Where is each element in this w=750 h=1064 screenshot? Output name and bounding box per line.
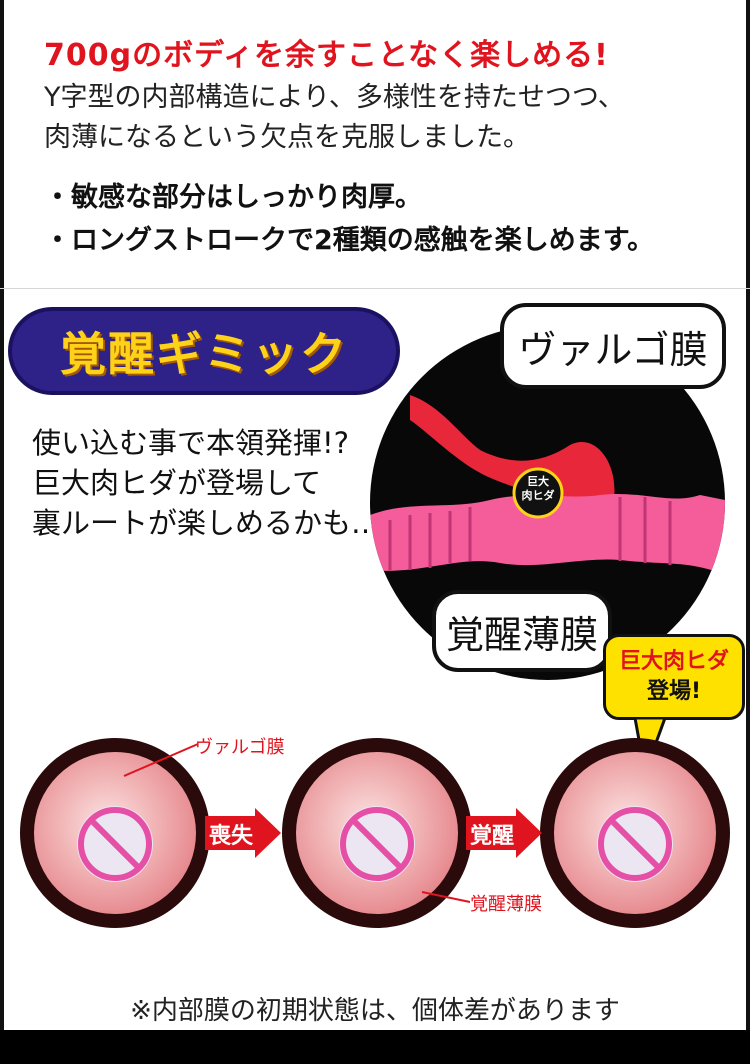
gimmick-desc-3: 裏ルートが楽しめるかも…	[32, 506, 381, 540]
right-arrow-icon	[466, 808, 542, 858]
right-arrow-icon	[205, 808, 281, 858]
intro-line-2: 肉薄になるという欠点を克服しました。	[44, 122, 530, 153]
bullet-1: ・敏感な部分はしっかり肉厚。	[44, 182, 422, 213]
stage-2-circle	[282, 738, 472, 928]
section-divider	[0, 288, 750, 289]
right-frame-border	[746, 0, 750, 1030]
bullet-2: ・ロングストロークで2種類の感触を楽しめます。	[44, 225, 655, 256]
headline: 700gのボディを余すことなく楽しめる!	[44, 38, 609, 73]
stage-label-top: ヴァルゴ膜	[195, 737, 285, 758]
callout-bottom-text: 覚醒薄膜	[445, 612, 598, 657]
gimmick-badge-text: 覚醒ギミック	[60, 327, 348, 381]
highlight-tag: 巨大肉ヒダ 登場!	[603, 634, 745, 720]
gimmick-badge: 覚醒ギミック	[12, 311, 396, 391]
center-label-line-2: 肉ヒダ	[521, 489, 555, 502]
arrow-loss-label: 喪失	[209, 824, 254, 849]
callout-top: ヴァルゴ膜	[500, 303, 726, 389]
center-label-line-1: 巨大	[527, 475, 549, 488]
arrow-awaken-label: 覚醒	[470, 824, 515, 849]
gimmick-desc-2: 巨大肉ヒダが登場して	[32, 466, 322, 500]
center-label: 巨大 肉ヒダ	[518, 475, 558, 503]
highlight-line-1: 巨大肉ヒダ	[618, 649, 729, 674]
gimmick-desc-1: 使い込む事で本領発揮!?	[32, 426, 350, 460]
bottom-black-bar	[0, 1030, 750, 1064]
arrow-loss: 喪失	[205, 808, 281, 858]
stage-3-circle	[540, 738, 730, 928]
callout-top-text: ヴァルゴ膜	[518, 327, 708, 372]
censor-icon	[339, 806, 415, 883]
footnote: ※内部膜の初期状態は、個体差があります	[130, 996, 620, 1026]
censor-icon	[597, 806, 673, 883]
arrow-awaken: 覚醒	[466, 808, 542, 858]
left-frame-border	[0, 0, 4, 1030]
cross-section-illustration	[370, 395, 725, 575]
callout-bottom: 覚醒薄膜	[432, 590, 612, 672]
censor-icon	[77, 806, 153, 883]
highlight-line-2: 登場!	[646, 679, 702, 704]
leader-line-bottom	[421, 891, 471, 903]
leader-line-top	[123, 743, 199, 777]
intro-line-1: Y字型の内部構造により、多様性を持たせつつ、	[44, 82, 625, 113]
stage-1-circle	[20, 738, 210, 928]
stage-label-bottom: 覚醒薄膜	[470, 894, 542, 915]
